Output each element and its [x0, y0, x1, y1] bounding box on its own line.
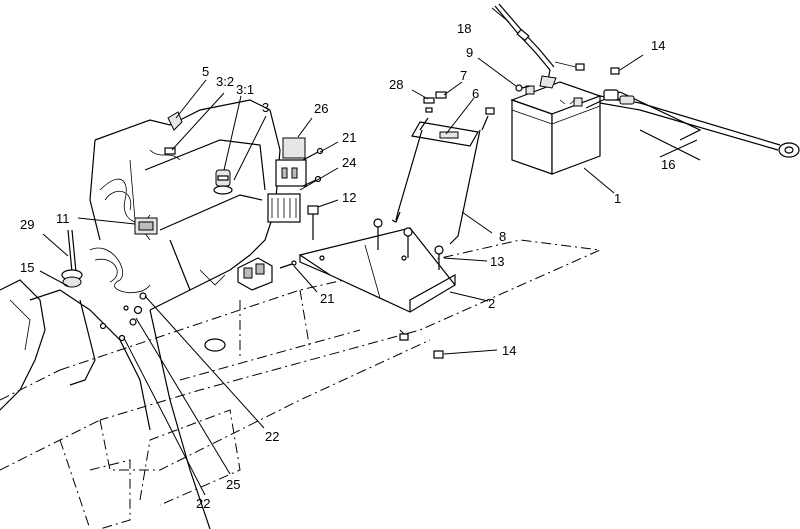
callout-15: 15	[20, 260, 34, 275]
callout-21-lower: 21	[320, 291, 334, 306]
battery-1	[510, 81, 602, 175]
nut-7	[435, 91, 495, 115]
callout-14-upper: 14	[651, 38, 665, 53]
callout-6: 6	[472, 86, 479, 101]
callout-3: 3	[262, 100, 269, 115]
fuse-block-24	[267, 193, 301, 223]
tube-29	[61, 229, 83, 281]
nut-14-lower	[433, 350, 444, 359]
key-5	[164, 111, 183, 155]
cap-15	[62, 276, 82, 288]
positive-cable-18	[494, 3, 585, 89]
key-switch-3	[213, 169, 233, 195]
machine-body	[0, 99, 281, 529]
j-bolts-8	[391, 115, 489, 245]
callout-8: 8	[499, 229, 506, 244]
nut-14-upper	[610, 67, 620, 75]
negative-cable-16	[585, 89, 800, 161]
fasteners-22-25	[99, 292, 147, 342]
callout-22-right: 22	[265, 429, 279, 444]
relay-26	[275, 137, 307, 187]
bolt-12	[307, 205, 319, 240]
bracket-21-lower	[237, 257, 297, 291]
callout-22-left: 22	[196, 496, 210, 511]
screws-21-upper	[302, 147, 324, 187]
battery-tray-2	[298, 218, 456, 313]
callout-21-upper: 21	[342, 130, 356, 145]
callout-29: 29	[20, 217, 34, 232]
callout-13: 13	[490, 254, 504, 269]
callout-labels: 1 2 3 3:1 3:2 5 6 7 8 9 11 12 13 14 14 1…	[20, 21, 675, 511]
hold-down-bar-6	[411, 121, 479, 147]
leader-lines	[39, 7, 698, 496]
callout-14-lower: 14	[502, 343, 516, 358]
callout-26: 26	[314, 101, 328, 116]
callout-5: 5	[202, 64, 209, 79]
callout-9: 9	[466, 45, 473, 60]
frame-outline	[0, 239, 602, 529]
bolt-13	[434, 245, 444, 270]
nut-frame	[399, 333, 409, 341]
washer-28	[423, 97, 435, 113]
callout-1: 1	[614, 191, 621, 206]
callout-24: 24	[342, 155, 356, 170]
callout-28: 28	[389, 77, 403, 92]
callout-18: 18	[457, 21, 471, 36]
terminal-bolt-9	[515, 84, 531, 92]
callout-16: 16	[661, 157, 675, 172]
callout-25: 25	[226, 477, 240, 492]
callout-12: 12	[342, 190, 356, 205]
callout-2: 2	[488, 296, 495, 311]
module-11	[134, 217, 158, 235]
callout-11: 11	[56, 211, 70, 226]
callout-3-1: 3:1	[236, 82, 254, 97]
callout-7: 7	[460, 68, 467, 83]
callout-3-2: 3:2	[216, 74, 234, 89]
